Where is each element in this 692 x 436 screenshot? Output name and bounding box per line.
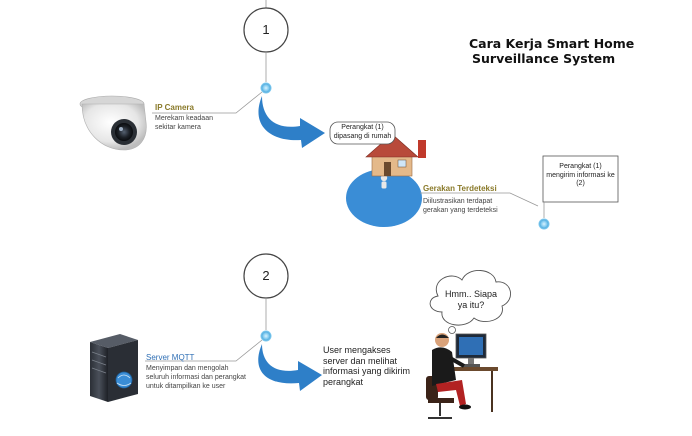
device-note-top-text: Perangkat (1) dipasang di rumah (333, 124, 392, 140)
camera-leader-line (152, 91, 263, 114)
ip-camera-label: IP Camera (155, 103, 194, 112)
server-label: Server MQTT (146, 353, 195, 362)
server-icon (90, 334, 138, 402)
house-icon (365, 133, 426, 177)
step-2-number: 2 (262, 268, 270, 283)
diagram-title-line1: Cara Kerja Smart Home (469, 36, 635, 51)
connector-dot-step2 (260, 330, 272, 342)
user-at-desk-icon (426, 333, 498, 419)
arrow-2-icon (258, 344, 322, 391)
step-1-marker (243, 0, 289, 82)
motion-leader-line (420, 192, 539, 207)
motion-desc: Diilustrasikan terdapat gerakan yang ter… (423, 198, 498, 214)
step-1-number: 1 (262, 22, 270, 37)
thought-bubble-text: Hmm.. Siapa ya itu? (444, 289, 497, 310)
diagram-title-line2: Surveillance System (472, 51, 616, 66)
ip-camera-desc: Merekam keadaan sekitar kamera (155, 115, 213, 131)
device-note-right-box (542, 155, 619, 203)
server-desc: Menyimpan dan mengolah seluruh informasi… (146, 365, 247, 390)
arrow-1-icon (258, 96, 325, 148)
connector-dot-step1 (260, 82, 272, 94)
ip-camera-icon (79, 95, 147, 151)
server-leader-line (145, 339, 263, 362)
connector-dot-right (538, 218, 550, 230)
motion-area-blob (346, 169, 422, 227)
device-note-right-text: Perangkat (1) mengirim informasi ke (2) (546, 163, 615, 187)
motion-label: Gerakan Terdeteksi (423, 184, 497, 193)
device-note-top-box (329, 121, 396, 145)
user-note-text: User mengakses server dan melihat inform… (323, 345, 411, 387)
step-2-marker (243, 253, 289, 330)
person-figure-icon (380, 174, 388, 189)
